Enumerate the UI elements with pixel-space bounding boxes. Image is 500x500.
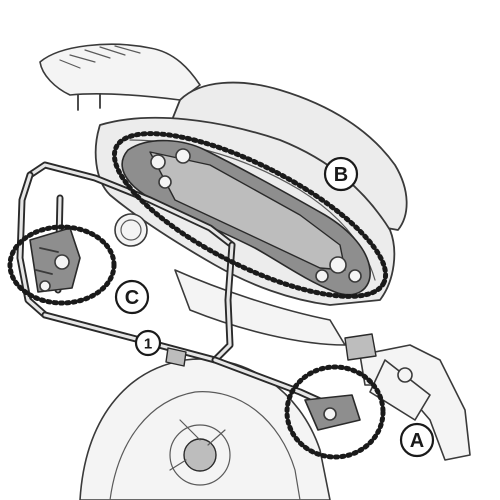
callout-b-label: B: [323, 156, 359, 192]
part-1-label: 1: [134, 329, 162, 357]
callout-c-outline: [7, 224, 117, 306]
callout-a-text: A: [410, 430, 424, 452]
rear-mount-hardware: [304, 333, 471, 461]
bolt-group-front: [150, 148, 191, 189]
seat: [39, 43, 201, 101]
bolt-group-rear: [315, 256, 362, 283]
part-1-text: 1: [144, 336, 152, 353]
callout-a-outline: [284, 364, 386, 460]
mounting-plate: [121, 139, 371, 296]
callout-b-outline: [111, 131, 389, 299]
callout-b-text: B: [334, 164, 348, 186]
callout-a-label: A: [399, 422, 435, 458]
callout-c-text: C: [125, 287, 139, 309]
rear-wheel: [79, 358, 331, 500]
front-mount-hardware: [29, 227, 81, 293]
callout-c-label: C: [114, 279, 150, 315]
reflector: [114, 213, 148, 247]
